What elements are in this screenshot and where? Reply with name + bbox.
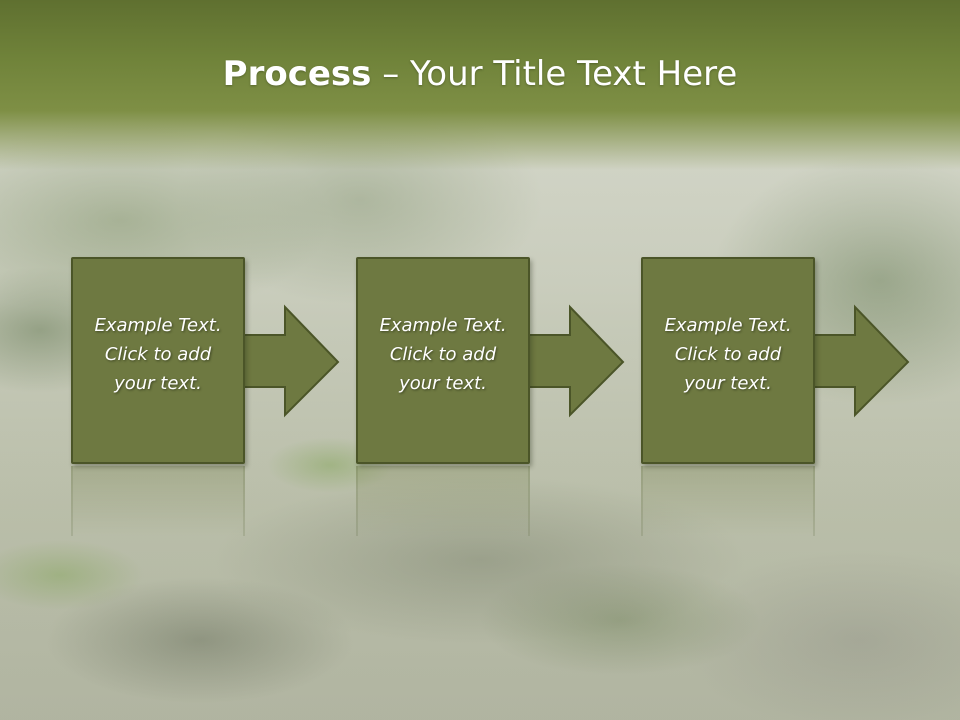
box-reflection <box>356 466 530 536</box>
step-text-line: your text. <box>399 373 487 394</box>
process-step-text: Example Text. Click to add your text. <box>648 311 808 398</box>
process-step-text: Example Text. Click to add your text. <box>363 311 523 398</box>
step-text-line: Example Text. <box>664 315 792 336</box>
title-separator: – <box>371 54 411 94</box>
step-text-line: your text. <box>114 373 202 394</box>
step-text-line: Click to add <box>104 344 212 365</box>
title-strong: Process <box>222 54 372 94</box>
title-rest: Your Title Text Here <box>410 54 738 94</box>
box-reflection <box>641 466 815 536</box>
right-arrow-icon <box>524 304 625 418</box>
right-arrow-icon <box>809 304 910 418</box>
slide-title[interactable]: Process – Your Title Text Here <box>0 50 960 98</box>
process-step-box[interactable]: Example Text. Click to add your text. <box>641 257 815 464</box>
step-text-line: Click to add <box>674 344 782 365</box>
step-text-line: Example Text. <box>94 315 222 336</box>
title-band <box>0 0 960 170</box>
process-step-box[interactable]: Example Text. Click to add your text. <box>71 257 245 464</box>
box-reflection <box>71 466 245 536</box>
step-text-line: Example Text. <box>379 315 507 336</box>
process-step-text: Example Text. Click to add your text. <box>78 311 238 398</box>
right-arrow-icon <box>239 304 340 418</box>
step-text-line: your text. <box>684 373 772 394</box>
step-text-line: Click to add <box>389 344 497 365</box>
process-step-box[interactable]: Example Text. Click to add your text. <box>356 257 530 464</box>
